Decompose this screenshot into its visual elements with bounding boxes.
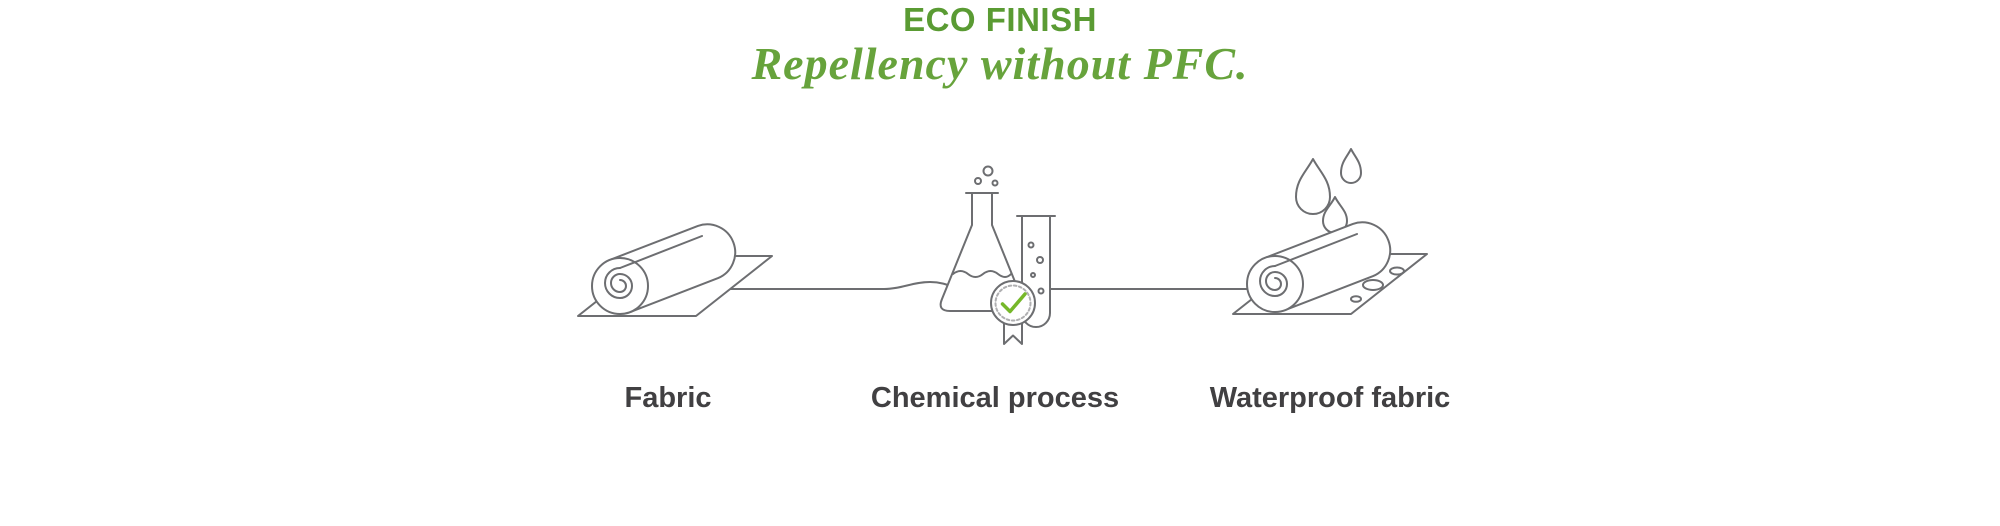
fabric-roll-seam [1274,233,1358,267]
page-title: ECO FINISH [903,1,1097,38]
check-icon [1000,292,1027,314]
tube-bubble-icon [1027,241,1035,249]
fabric-roll-seam [619,235,703,269]
page-subtitle: Repellency without PFC. [751,38,1249,90]
approval-badge [990,280,1036,326]
puddle-icon [1362,279,1384,291]
fabric-roll-end [1246,255,1304,313]
puddle-icon [1389,266,1405,276]
step-label-chemical-process: Chemical process [870,382,1120,414]
water-drop-icon [1295,158,1331,215]
fabric-roll-spiral [604,267,633,299]
chemical-flask-icon [939,165,1056,345]
waterproof-fabric-icon [1232,148,1428,315]
bubble-icon [982,165,994,177]
header: ECO FINISH Repellency without PFC. [0,0,2000,87]
fabric-roll-icon [577,223,773,317]
step-label-fabric: Fabric [624,382,712,414]
tube-bubble-icon [1030,272,1036,278]
water-drop-icon [1340,148,1362,184]
fabric-roll-spiral [1259,265,1288,297]
flask-liquid-line [952,270,1012,278]
puddle-icon [1350,295,1362,303]
fabric-roll-end [591,257,649,315]
step-label-waterproof-fabric: Waterproof fabric [1209,382,1451,414]
bubble-icon [974,177,982,185]
tube-bubble-icon [1037,287,1045,295]
badge-seal-ring [994,284,1032,322]
bubble-icon [991,179,999,187]
tube-bubble-icon [1036,256,1044,264]
